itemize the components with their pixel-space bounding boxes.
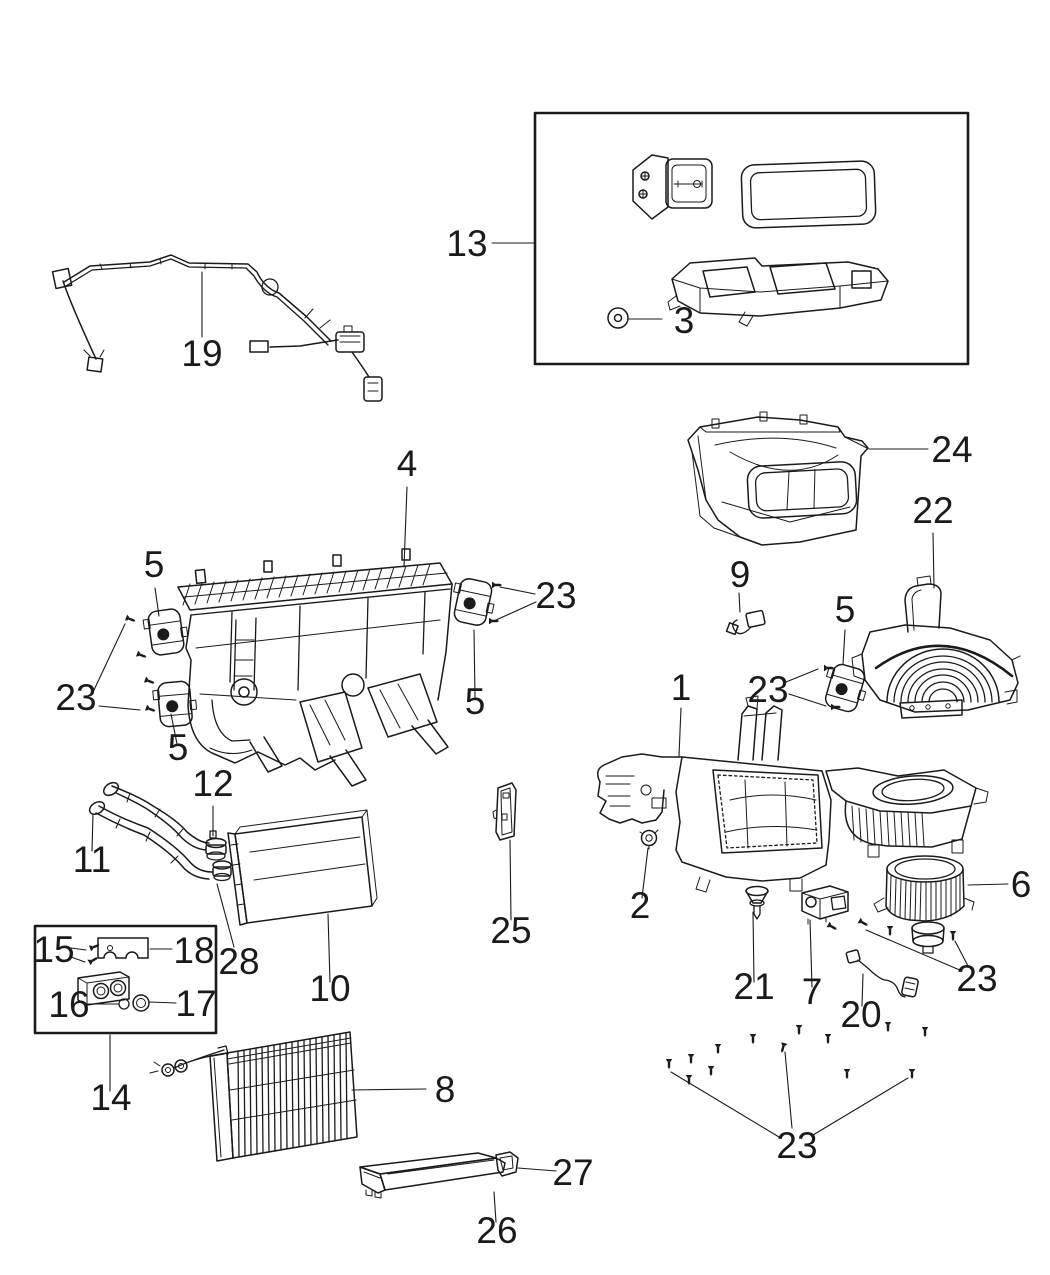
- callout-23-right: 23: [535, 575, 576, 616]
- sensor-9: [725, 609, 766, 636]
- callout-27: 27: [552, 1152, 593, 1193]
- tube-clamp-28: [212, 860, 232, 882]
- callout-6: 6: [1011, 864, 1032, 905]
- callout-20: 20: [840, 994, 881, 1035]
- door-panel-25: [492, 782, 517, 841]
- callout-15: 15: [33, 929, 74, 970]
- inset-box-13: [491, 111, 970, 366]
- grommet: [607, 307, 629, 329]
- callout-16: 16: [48, 984, 89, 1025]
- housing-top-cover-24: [687, 411, 869, 546]
- callout-22: 22: [912, 490, 953, 531]
- callout-19: 19: [181, 333, 222, 374]
- callout-14: 14: [90, 1077, 131, 1118]
- callout-23-blower: 23: [956, 958, 997, 999]
- o-ring-16: [118, 998, 130, 1010]
- screw-field-23: [665, 1022, 929, 1085]
- drain-tray-26: [359, 1152, 506, 1199]
- callout-24: 24: [931, 429, 972, 470]
- callout-5-right: 5: [465, 681, 486, 722]
- tray-end-seal-27: [495, 1151, 519, 1177]
- heater-core-10: [227, 809, 378, 926]
- callout-21: 21: [733, 966, 774, 1007]
- callout-23-mid: 23: [747, 669, 788, 710]
- callout-5-upper-left: 5: [144, 544, 165, 585]
- seal-gasket: [740, 160, 877, 229]
- callout-26: 26: [476, 1210, 517, 1251]
- tube-fitting-12: [205, 830, 227, 861]
- callout-4: 4: [397, 443, 418, 484]
- callout-25: 25: [490, 910, 531, 951]
- o-ring-17: [132, 994, 150, 1012]
- callout-9: 9: [730, 554, 751, 595]
- callout-17: 17: [175, 983, 216, 1024]
- push-clip-21: [745, 885, 769, 920]
- pigtail-wire-20: [845, 949, 919, 998]
- blower-housing-22: [851, 575, 1021, 719]
- inset-box-14: [33, 924, 218, 1035]
- screws-23-blower: [826, 917, 957, 941]
- callout-11: 11: [73, 839, 111, 880]
- heater-tubes-11: [88, 781, 213, 880]
- callout-13: 13: [446, 223, 487, 264]
- callout-7: 7: [802, 971, 823, 1012]
- callout-5-lower-left: 5: [168, 727, 189, 768]
- callout-10: 10: [309, 968, 350, 1009]
- mode-door-bracket: [632, 154, 713, 220]
- retainer-bracket-18: [97, 937, 149, 959]
- actuator-5-lower-left: [151, 679, 199, 729]
- nut-2: [639, 829, 659, 850]
- callout-23-bottom: 23: [776, 1125, 817, 1166]
- evaporator-8: [149, 1031, 358, 1162]
- callout-23-left: 23: [55, 677, 96, 718]
- callout-8: 8: [435, 1069, 456, 1110]
- mounting-bracket: [667, 257, 889, 327]
- actuator-5-upper-left: [141, 606, 191, 658]
- distribution-housing-4: [177, 548, 453, 787]
- callout-18: 18: [173, 930, 214, 971]
- manifold-block: [77, 971, 130, 1006]
- callout-28: 28: [218, 941, 259, 982]
- callout-12: 12: [192, 763, 233, 804]
- wiring-harness-19: [51, 254, 383, 402]
- callout-1: 1: [671, 667, 692, 708]
- callout-2: 2: [630, 885, 651, 926]
- callout-5-far-right: 5: [835, 589, 856, 630]
- blower-resistor-7: [801, 885, 849, 925]
- callout-3: 3: [674, 300, 695, 341]
- screws-23-left: [124, 614, 157, 715]
- main-housing-1: [597, 695, 989, 893]
- blower-motor-6: [873, 855, 975, 954]
